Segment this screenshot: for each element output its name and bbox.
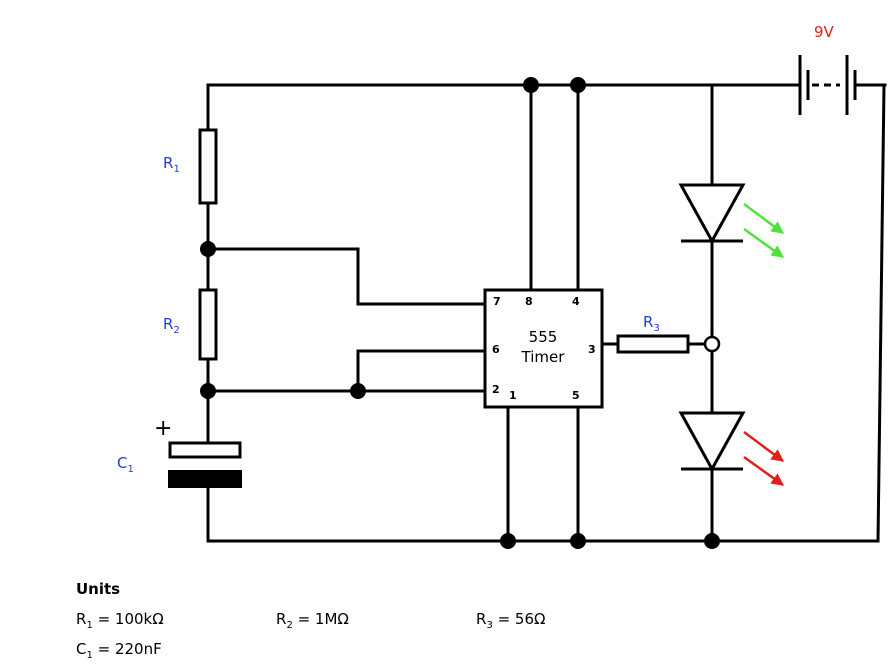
ic-pin-8: 8 xyxy=(525,295,533,308)
output-node xyxy=(703,335,721,353)
r3-label: R3 xyxy=(643,313,660,334)
c1-label: C1 xyxy=(117,454,134,475)
resistor-r2 xyxy=(198,288,218,361)
ic-pin-6: 6 xyxy=(492,343,500,356)
capacitor-c1-plate-negative xyxy=(168,470,242,488)
right-return-wire xyxy=(876,83,886,543)
ic-555-timer xyxy=(483,288,604,409)
led-red xyxy=(678,411,746,473)
unit-r2: R2 = 1MΩ xyxy=(276,610,349,631)
ic-pin-4: 4 xyxy=(572,295,580,308)
junction-dots xyxy=(200,77,720,549)
led-green xyxy=(678,183,746,245)
resistor-r3 xyxy=(616,334,690,354)
units-title: Units xyxy=(76,580,121,598)
led-red-light-arrows xyxy=(743,430,785,487)
ic-pin-1: 1 xyxy=(509,389,517,402)
c1-plus-sign: + xyxy=(154,416,172,441)
resistor-r1 xyxy=(198,128,218,205)
r1-label: R1 xyxy=(163,154,180,175)
ic-name-line1: 555 xyxy=(529,328,558,346)
ic-pin-2: 2 xyxy=(492,383,500,396)
unit-r3: R3 = 56Ω xyxy=(476,610,546,631)
battery-symbol xyxy=(798,55,857,115)
unit-c1: C1 = 220nF xyxy=(76,640,162,661)
ic-input-wires xyxy=(206,83,707,543)
battery-label: 9V xyxy=(814,23,835,41)
ic-pin-7: 7 xyxy=(493,295,501,308)
ic-pin-3: 3 xyxy=(588,343,596,356)
ic-name-line2: Timer xyxy=(521,348,566,366)
r2-label: R2 xyxy=(163,315,180,336)
led-green-light-arrows xyxy=(743,202,785,259)
capacitor-c1-plate-positive xyxy=(168,441,242,459)
ic-pin-5: 5 xyxy=(572,389,580,402)
unit-r1: R1 = 100kΩ xyxy=(76,610,164,631)
